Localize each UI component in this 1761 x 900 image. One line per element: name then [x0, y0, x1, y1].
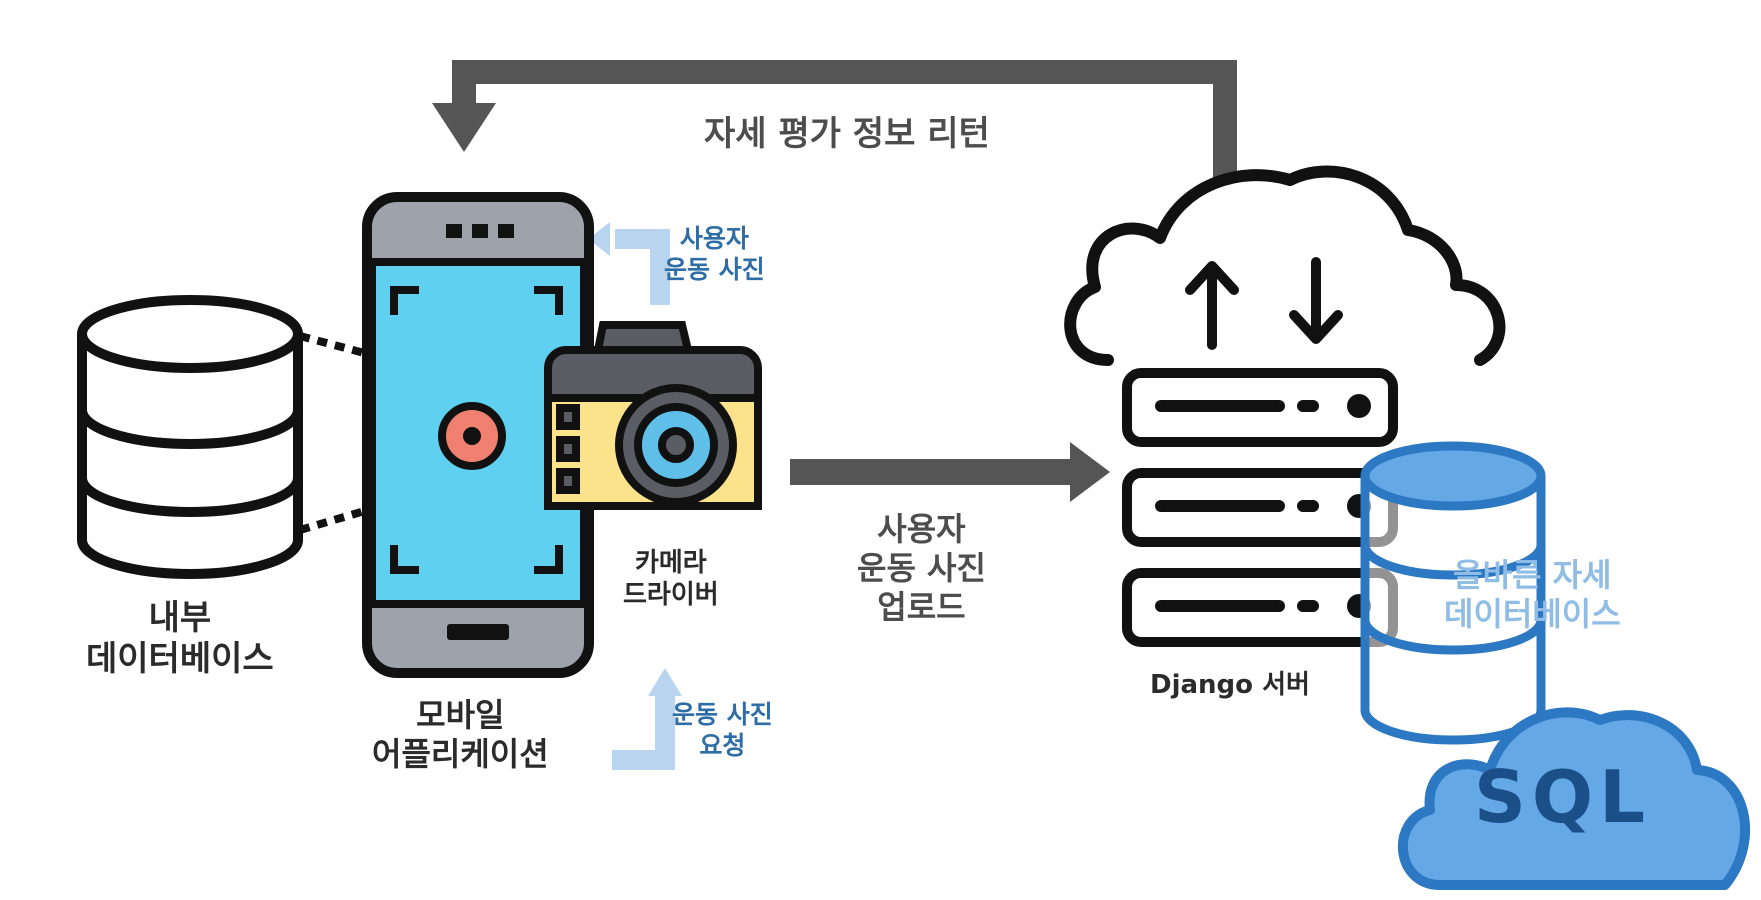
request-line1: 운동 사진 — [672, 700, 773, 729]
upload-label: 사용자 운동 사진 업로드 — [857, 510, 986, 627]
upload-arrow — [790, 442, 1110, 502]
upload-icon — [1185, 261, 1239, 350]
django-server-label: Django 서버 — [1150, 670, 1310, 700]
request-arrow — [612, 668, 682, 770]
camera-driver-line1: 카메라 — [634, 548, 707, 578]
cloud-icon — [1064, 165, 1506, 366]
upload-line2: 운동 사진 — [857, 549, 986, 588]
camera-icon — [544, 321, 762, 510]
user-photo-arrow — [588, 222, 670, 305]
correct-db-line1: 올바른 자세 — [1453, 556, 1612, 594]
upload-line3: 업로드 — [877, 588, 966, 627]
internal-db-line2: 데이터베이스 — [86, 639, 274, 680]
mobile-app-line1: 모바일 — [416, 696, 505, 734]
user-photo-line2: 운동 사진 — [664, 254, 765, 284]
mobile-app-line2: 어플리케이션 — [372, 735, 549, 774]
sql-cloud-icon — [1397, 707, 1751, 890]
camera-driver-label: 카메라 드라이버 — [623, 548, 719, 611]
db-connector-lines — [298, 332, 370, 534]
database-icon — [77, 295, 303, 579]
internal-db-label: 내부 데이터베이스 — [86, 598, 274, 681]
internal-db-line1: 내부 — [148, 598, 212, 638]
return-info-label: 자세 평가 정보 리턴 — [704, 114, 990, 154]
user-photo-line1: 사용자 — [679, 224, 749, 253]
server-slots — [1155, 394, 1371, 618]
correct-db-line2: 데이터베이스 — [1444, 595, 1621, 634]
record-dot-icon — [438, 402, 506, 470]
sql-text: SQL — [1474, 755, 1651, 839]
upload-line1: 사용자 — [877, 510, 966, 548]
user-photo-label: 사용자 운동 사진 — [664, 224, 765, 285]
return-arrow — [432, 60, 1237, 183]
download-icon — [1289, 257, 1343, 344]
camera-driver-line2: 드라이버 — [623, 579, 719, 610]
request-label: 운동 사진 요청 — [672, 700, 773, 761]
correct-posture-db-label: 올바른 자세 데이터베이스 — [1444, 556, 1621, 634]
mobile-app-label: 모바일 어플리케이션 — [372, 696, 549, 774]
request-line2: 요청 — [699, 730, 746, 760]
